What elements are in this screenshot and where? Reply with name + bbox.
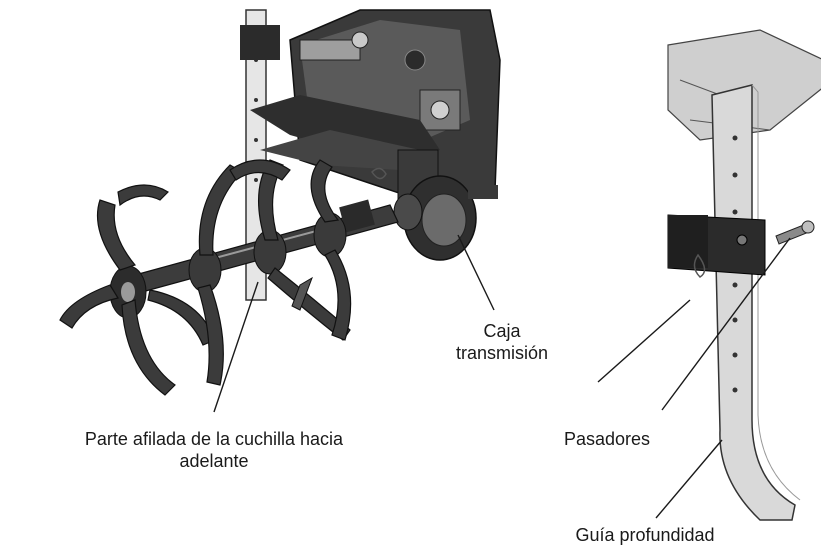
label-blade-line1: Parte afilada de la cuchilla hacia — [84, 429, 344, 449]
label-pins: Pasadores — [563, 429, 651, 449]
label-blade-direction: Parte afilada de la cuchilla hacia adela… — [2, 428, 426, 472]
machine-body — [240, 9, 501, 301]
depth-guide — [667, 29, 821, 521]
leader-lines — [213, 234, 791, 519]
label-gearbox-line1: Caja — [483, 321, 521, 341]
label-gearbox: Caja transmisión — [432, 320, 572, 364]
leader-line-pins-clip — [597, 299, 691, 383]
leader-line-pins-bolt — [661, 237, 791, 411]
label-depth-guide: Guía profundidad — [575, 525, 715, 545]
tine-assembly — [59, 159, 399, 396]
leader-line-gearbox — [457, 234, 495, 311]
label-gearbox-line2: transmisión — [455, 343, 549, 363]
leader-line-blade — [213, 281, 259, 413]
label-blade-line2: adelante — [179, 451, 249, 471]
leader-line-depth-guide — [655, 439, 723, 519]
